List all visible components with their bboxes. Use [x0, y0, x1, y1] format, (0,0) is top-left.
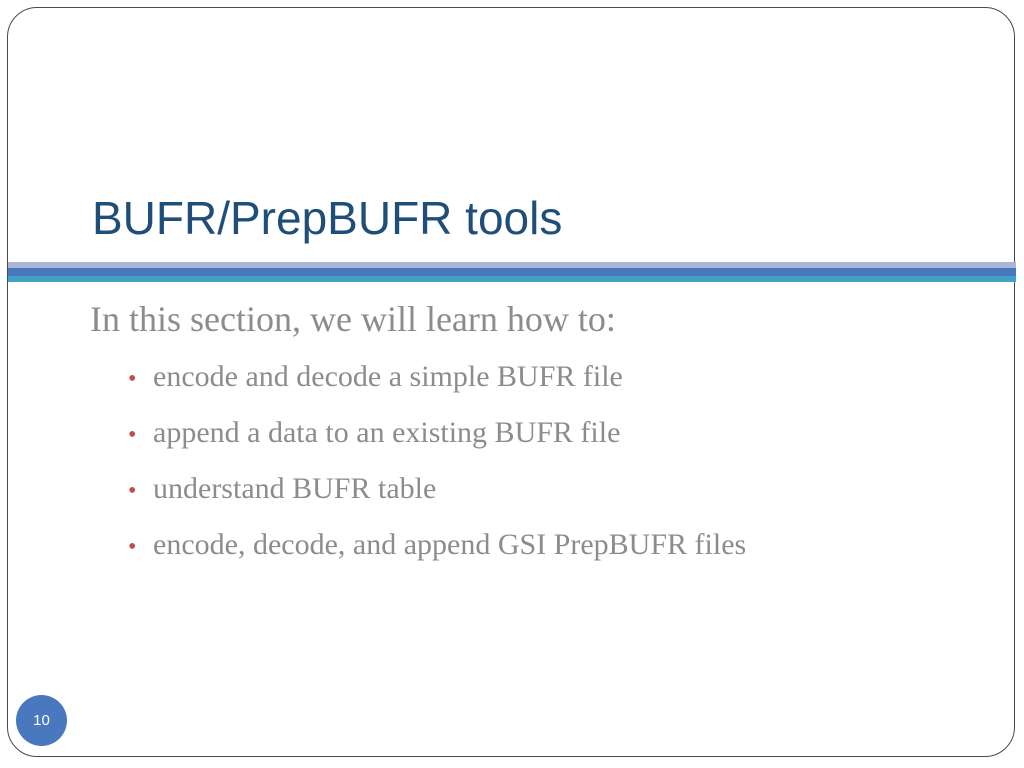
intro-text: In this section, we will learn how to:	[90, 299, 616, 339]
bullet-item: • understand BUFR table	[128, 462, 746, 518]
bullet-text: encode and decode a simple BUFR file	[153, 360, 623, 393]
bullet-text: understand BUFR table	[153, 472, 437, 505]
bullet-dot-icon: •	[128, 534, 137, 560]
slide-title: BUFR/PrepBUFR tools	[92, 192, 563, 244]
bullet-text: append a data to an existing BUFR file	[153, 416, 621, 449]
slide-frame	[7, 7, 1015, 757]
title-divider-light	[8, 262, 1016, 268]
bullet-dot-icon: •	[128, 478, 137, 504]
bullet-text: encode, decode, and append GSI PrepBUFR …	[153, 528, 747, 561]
title-divider-blue	[8, 268, 1016, 276]
page-number: 10	[33, 712, 50, 729]
page-number-badge: 10	[16, 695, 67, 746]
bullet-dot-icon: •	[128, 422, 137, 448]
slide-body: In this section, we will learn how to: •…	[90, 296, 746, 574]
title-divider-teal	[8, 276, 1016, 282]
bullet-item: • encode, decode, and append GSI PrepBUF…	[128, 518, 746, 574]
bullet-item: • encode and decode a simple BUFR file	[128, 350, 746, 406]
bullet-dot-icon: •	[128, 366, 137, 392]
bullet-list: • encode and decode a simple BUFR file •…	[90, 350, 746, 574]
bullet-item: • append a data to an existing BUFR file	[128, 406, 746, 462]
